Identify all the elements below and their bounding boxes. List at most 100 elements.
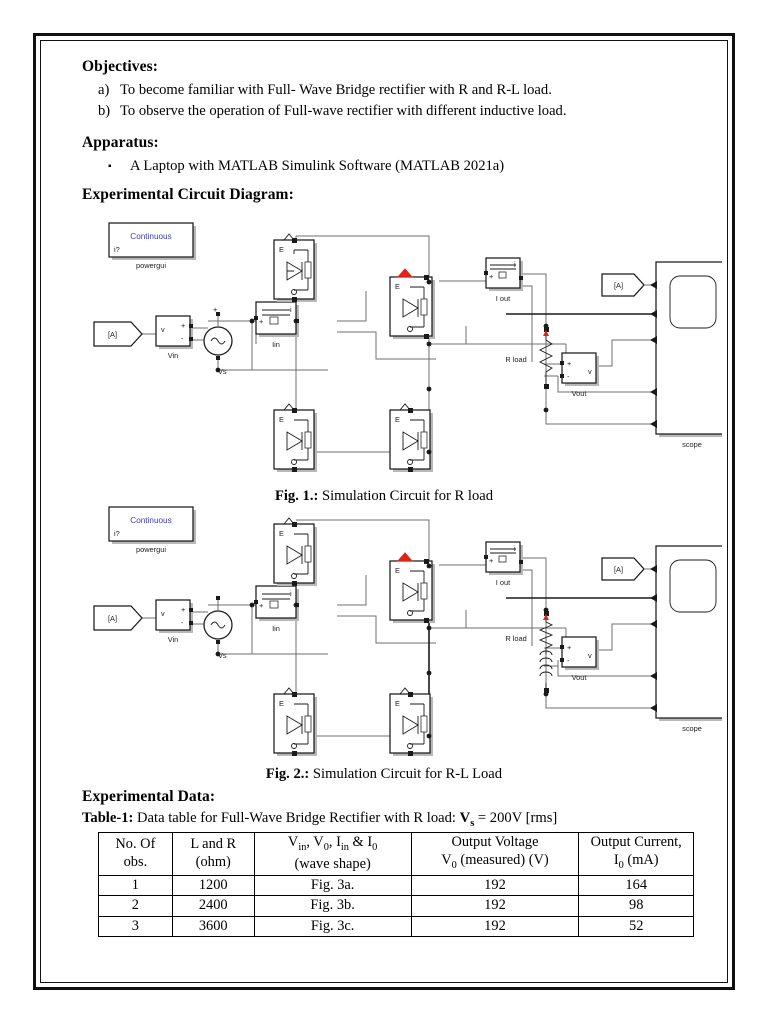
vs-label: Vs: [218, 651, 227, 660]
iout-port-plus: +: [489, 556, 493, 565]
ac-voltage-source-vs: + Vs: [203, 305, 233, 376]
vin-port-minus: -: [181, 334, 184, 343]
list-item: a) To become familiar with Full- Wave Br…: [98, 80, 698, 101]
goto-tag-label: [A]: [614, 565, 623, 574]
bullet-square-icon: ▪: [108, 161, 112, 172]
experimental-data-table: No. Of obs. L and R (ohm) Vin, V0, Iin &…: [98, 832, 694, 938]
objectives-heading: Objectives:: [82, 58, 158, 75]
goto-tag-label: [A]: [108, 330, 117, 339]
table-header-row: No. Of obs. L and R (ohm) Vin, V0, Iin &…: [98, 832, 694, 876]
iout-port-i: i: [514, 260, 516, 269]
header-line-2: (wave shape): [294, 856, 371, 873]
goto-tag-a-right: [A]: [601, 273, 654, 297]
thyristor-label: E: [279, 245, 284, 254]
apparatus-list: ▪ A Laptop with MATLAB Simulink Software…: [108, 156, 504, 178]
list-text: To observe the operation of Full-wave re…: [120, 103, 567, 119]
goto-tag-label: [A]: [108, 614, 117, 623]
circuit-diagram-heading: Experimental Circuit Diagram:: [82, 186, 294, 203]
table-header-cell-waveshape: Vin, V0, Iin & I0 (wave shape): [253, 832, 412, 876]
header-line-1: No. Of: [115, 836, 156, 853]
table-caption-tail: = 200V [rms]: [474, 810, 558, 826]
cell-wave: Fig. 3a.: [253, 874, 412, 897]
thyristor-label: E: [395, 699, 400, 708]
cell-iout: 164: [578, 874, 694, 897]
iout-label: I out: [496, 578, 510, 587]
thyristor-block-2-highlighted: E: [389, 552, 435, 623]
r-load-resistor: R load: [505, 327, 554, 389]
vout-port-v: v: [588, 651, 592, 660]
thyristor-block-3: E: [273, 403, 317, 472]
simulink-canvas-r-load: Continuous i? powergui: [93, 222, 722, 472]
figure-1-text: Simulation Circuit for R load: [318, 488, 494, 504]
table-row: 1 1200 Fig. 3a. 192 164: [98, 874, 694, 897]
thyristor-label: E: [279, 415, 284, 424]
cell-vout: 192: [410, 915, 580, 938]
header-line-1: L and R: [190, 836, 237, 853]
goto-tag-label: [A]: [614, 281, 623, 290]
vout-port-plus: +: [567, 643, 571, 652]
figure-1-caption: Fig. 1.: Simulation Circuit for R load: [46, 488, 722, 505]
document-content: Objectives: a) To become familiar with F…: [46, 46, 722, 976]
table-row: 2 2400 Fig. 3b. 192 98: [98, 895, 694, 917]
cell-no: 3: [98, 915, 173, 938]
objectives-list: a) To become familiar with Full- Wave Br…: [98, 80, 698, 122]
table-caption-vs: V: [459, 810, 471, 826]
iin-label: Iin: [272, 624, 280, 633]
header-line-1: Output Voltage: [451, 834, 539, 850]
thyristor-block-4: E: [389, 403, 433, 472]
powergui-block-text: Continuous: [130, 516, 171, 525]
junction-dots: [215, 563, 549, 739]
thyristor-label: E: [279, 529, 284, 538]
rl-load-branch: R load: [505, 611, 554, 693]
iin-measurement-block: + i Iin: [254, 585, 299, 633]
goto-tag-a-left: [A]: [93, 321, 143, 347]
figure-1-label: Fig. 1.:: [274, 488, 319, 504]
powergui-watermark: i?: [114, 245, 120, 254]
ac-voltage-source-vs: Vs: [203, 596, 233, 660]
thyristor-block-2-highlighted: E: [389, 268, 435, 339]
thyristor-block-4: E: [389, 687, 433, 756]
junction-dots: [215, 279, 549, 455]
iout-port-i: i: [514, 544, 516, 553]
table-row: 3 3600 Fig. 3c. 192 52: [98, 915, 694, 938]
figure-2-circuit-diagram: Continuous i? powergui: [46, 498, 722, 758]
vin-port-v: v: [161, 325, 165, 334]
thyristor-label: E: [395, 415, 400, 424]
iin-port-i: i: [290, 589, 292, 598]
header-line-2: obs.: [123, 853, 148, 870]
iout-measurement-block: + i I out: [484, 257, 523, 303]
table-header-cell-l-and-r: L and R (ohm): [171, 832, 255, 876]
iin-port-plus: +: [259, 317, 263, 326]
table-caption-label: Table-1:: [82, 810, 134, 826]
header-line-1: Output Current,: [590, 834, 682, 850]
cell-no: 2: [98, 895, 173, 917]
scope-label: scope: [682, 440, 702, 449]
iout-measurement-block: + i I out: [484, 541, 523, 587]
vout-label: Vout: [572, 673, 587, 682]
cell-vout: 192: [410, 895, 580, 917]
vin-label: Vin: [168, 351, 179, 360]
powergui-block: Continuous i? powergui: [108, 506, 196, 554]
header-line-2: (ohm): [195, 853, 231, 870]
goto-tag-a-right: [A]: [601, 557, 654, 581]
thyristor-label: E: [279, 699, 284, 708]
simulink-canvas-rl-load: Continuous i? powergui: [93, 506, 722, 756]
goto-tag-a-left: [A]: [93, 605, 143, 631]
figure-1-circuit-diagram: Continuous i? powergui: [46, 214, 722, 474]
powergui-block-text: Continuous: [130, 232, 171, 241]
figure-2-caption: Fig. 2.: Simulation Circuit for R-L Load: [46, 766, 722, 783]
vout-port-v: v: [588, 367, 592, 376]
vin-port-plus: +: [181, 605, 185, 614]
thyristor-block-3: E: [273, 687, 317, 756]
iout-label: I out: [496, 294, 510, 303]
thyristor-label: E: [395, 282, 400, 291]
vin-label: Vin: [168, 635, 179, 644]
table-caption-vs-sub: s: [470, 817, 475, 829]
powergui-block: Continuous i? powergui: [108, 222, 196, 270]
vout-port-minus: -: [567, 656, 570, 665]
page-border-inner: [40, 40, 728, 983]
figure-2-text: Simulation Circuit for R-L Load: [309, 766, 503, 782]
vin-port-minus: -: [181, 618, 184, 627]
powergui-label: powergui: [136, 261, 166, 270]
cell-lr: 2400: [171, 895, 255, 917]
